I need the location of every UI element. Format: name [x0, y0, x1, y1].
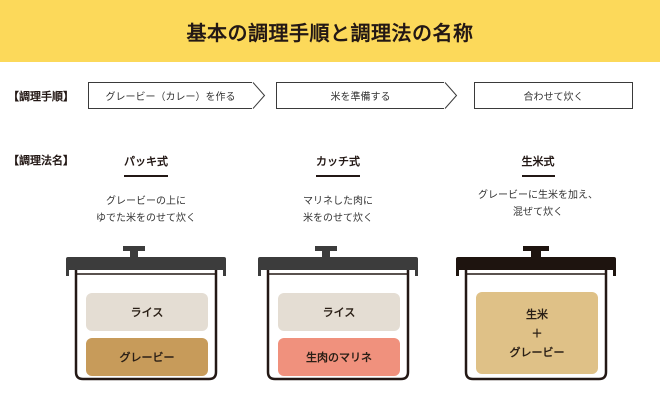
- pot-icon: [66, 246, 226, 381]
- layer-rice: ライス: [86, 293, 208, 331]
- method-column-raw-rice: 生米式 グレービーに生米を加え、 混ぜて炊く: [448, 150, 628, 221]
- pot-kacchi: ライス 生肉のマリネ: [250, 246, 426, 382]
- method-column-kacchi: カッチ式 マリネした肉に 米をのせて炊く: [248, 150, 428, 227]
- layer-gravy: グレービー: [86, 338, 208, 376]
- layer-rice: ライス: [278, 293, 400, 331]
- method-name: カッチ式: [316, 153, 360, 177]
- step-arrow-icon: [252, 82, 266, 109]
- procedure-step-combine-cook: 合わせて炊く: [474, 82, 633, 109]
- procedure-step-make-gravy: グレービー（カレー）を作る: [88, 82, 253, 109]
- step-arrow-icon: [444, 82, 458, 109]
- method-column-pakki: パッキ式 グレービーの上に ゆでた米をのせて炊く: [56, 150, 236, 227]
- layer-raw-rice-gravy: 生米 ＋ グレービー: [476, 292, 598, 374]
- pot-raw-rice: 生米 ＋ グレービー: [452, 246, 628, 382]
- layer-marinated-meat: 生肉のマリネ: [278, 338, 400, 376]
- procedure-step-prepare-rice: 米を準備する: [276, 82, 445, 109]
- method-description: グレービーの上に ゆでた米をのせて炊く: [96, 196, 196, 224]
- pot-icon: [456, 246, 616, 381]
- procedure-row-label: 【調理手順】: [8, 90, 74, 103]
- title-banner: 基本の調理手順と調理法の名称: [0, 0, 660, 62]
- pot-pakki: ライス グレービー: [58, 246, 234, 382]
- method-name: パッキ式: [124, 153, 168, 177]
- pot-icon: [258, 246, 418, 381]
- method-row-label: 【調理法名】: [8, 154, 74, 167]
- method-name: 生米式: [521, 153, 555, 177]
- method-description: マリネした肉に 米をのせて炊く: [303, 196, 373, 224]
- method-description: グレービーに生米を加え、 混ぜて炊く: [478, 190, 598, 218]
- page-title: 基本の調理手順と調理法の名称: [186, 20, 474, 45]
